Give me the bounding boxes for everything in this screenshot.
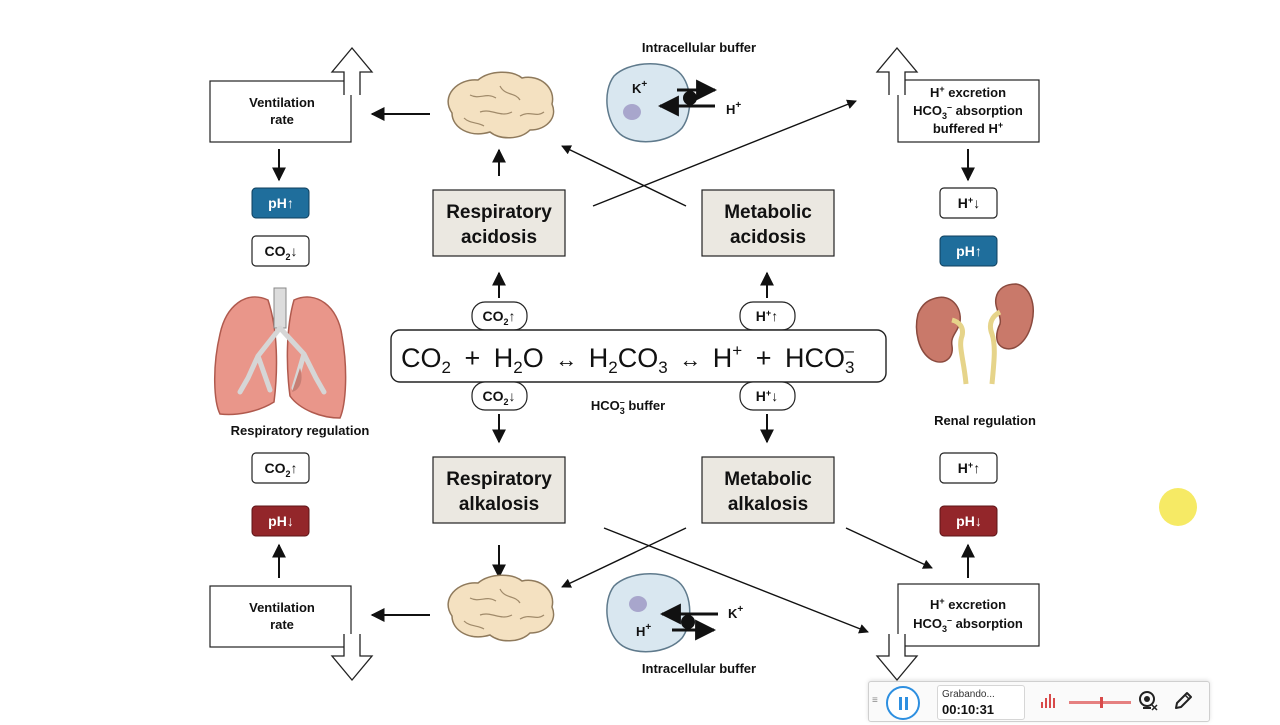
arrow-metabolic-alkalosis-to-brain xyxy=(561,527,687,588)
pen-icon[interactable] xyxy=(1172,690,1194,712)
ph-up-chip-right: pH↑ xyxy=(939,235,998,267)
svg-text:CO2 + H2O ↔: CO2 + H2O ↔ H2CO3 ↔ H+ + HCO3– xyxy=(401,332,854,379)
svg-text:buffered H+: buffered H+ xyxy=(933,120,1003,136)
h-down-chip-center: H+↓ xyxy=(739,381,796,411)
renal-excretion-box-bottom: H+ excretion HCO3– absorption xyxy=(897,583,1040,647)
ph-up-chip-left: pH↑ xyxy=(251,187,310,219)
svg-text:pH↓: pH↓ xyxy=(268,513,294,529)
arrow-metabolic-alkalosis-to-renal xyxy=(845,527,933,569)
ventilation-rate-box-bottom: Ventilation rate xyxy=(209,585,352,648)
svg-text:H+↓: H+↓ xyxy=(958,195,980,211)
brain-icon xyxy=(447,71,555,139)
svg-text:alkalosis: alkalosis xyxy=(728,494,808,515)
svg-text:H+ excretion: H+ excretion xyxy=(930,596,1006,612)
svg-text:CO2↓: CO2↓ xyxy=(264,243,297,262)
svg-text:Respiratory: Respiratory xyxy=(446,469,552,490)
screen-recorder-toolbar: ≡ Grabando... 00:10:31 xyxy=(868,681,1210,722)
svg-text:HCO3– absorption: HCO3– absorption xyxy=(913,102,1023,121)
recording-status-label: Grabando... xyxy=(942,689,995,700)
h-up-chip-center: H+↑ xyxy=(739,301,796,331)
arrow-metabolic-acidosis-to-brain xyxy=(561,145,687,207)
volume-slider[interactable] xyxy=(1069,697,1131,708)
webcam-icon[interactable] xyxy=(1137,690,1159,712)
svg-text:CO2↓: CO2↓ xyxy=(482,388,515,407)
exchange-arrows-top xyxy=(657,79,718,117)
respiratory-alkalosis-box: Respiratory alkalosis xyxy=(432,456,566,524)
svg-text:H+↑: H+↑ xyxy=(958,460,980,476)
svg-text:alkalosis: alkalosis xyxy=(459,494,539,515)
co2-down-chip-center: CO2↓ xyxy=(471,381,528,411)
kidneys-icon xyxy=(915,283,1034,385)
cursor-highlight xyxy=(1159,488,1197,526)
co2-up-chip-center: CO2↑ xyxy=(471,301,528,331)
svg-text:rate: rate xyxy=(270,617,294,632)
cell-icon-bottom xyxy=(606,573,691,653)
cell-icon-top xyxy=(606,63,691,143)
co2-up-chip-left: CO2↑ xyxy=(251,452,310,484)
respiratory-acidosis-box: Respiratory acidosis xyxy=(432,189,566,257)
svg-text:Metabolic: Metabolic xyxy=(724,469,812,490)
svg-text:acidosis: acidosis xyxy=(730,227,806,248)
ph-down-chip-left: pH↓ xyxy=(251,505,310,537)
recording-elapsed-time: 00:10:31 xyxy=(942,702,995,717)
arrow-resp-acidosis-to-renal xyxy=(592,99,857,207)
svg-text:pH↓: pH↓ xyxy=(956,513,982,529)
k-ion-label-top: K+ xyxy=(632,79,647,96)
co2-down-chip-left: CO2↓ xyxy=(251,235,310,267)
h-up-chip-right: H+↑ xyxy=(939,452,998,484)
h-down-chip-right: H+↓ xyxy=(939,187,998,219)
svg-text:Ventilation: Ventilation xyxy=(249,95,315,110)
lungs-icon xyxy=(214,287,347,419)
svg-text:Ventilation: Ventilation xyxy=(249,600,315,615)
ph-down-chip-right: pH↓ xyxy=(939,505,998,537)
svg-text:acidosis: acidosis xyxy=(461,227,537,248)
svg-text:Respiratory: Respiratory xyxy=(446,202,552,223)
intracellular-buffer-label-bottom: Intracellular buffer xyxy=(642,661,756,676)
intracellular-buffer-label-top: Intracellular buffer xyxy=(642,40,756,55)
svg-text:H+↑: H+↑ xyxy=(756,308,778,324)
svg-text:Metabolic: Metabolic xyxy=(724,202,812,223)
renal-regulation-label: Renal regulation xyxy=(934,413,1036,428)
audio-level-icon xyxy=(1041,694,1057,708)
svg-text:CO2↑: CO2↑ xyxy=(482,308,515,327)
metabolic-alkalosis-box: Metabolic alkalosis xyxy=(701,456,835,524)
respiratory-regulation-label: Respiratory regulation xyxy=(231,423,370,438)
ventilation-rate-box-top: Ventilation rate xyxy=(209,80,352,143)
svg-text:CO2↑: CO2↑ xyxy=(264,460,297,479)
k-ion-label-bottom: K+ xyxy=(728,604,743,621)
exchange-arrows-bottom xyxy=(659,603,718,641)
brain-icon xyxy=(447,574,555,642)
h-ion-label-top: H+ xyxy=(726,100,741,117)
arrow-resp-alkalosis-to-renal xyxy=(603,527,869,634)
svg-text:H+↓: H+↓ xyxy=(756,388,778,404)
grip-icon[interactable]: ≡ xyxy=(872,695,878,706)
increase-arrow-icon xyxy=(875,46,919,95)
decrease-arrow-icon xyxy=(875,634,919,682)
increase-arrow-icon xyxy=(330,46,374,95)
svg-text:H+ excretion: H+ excretion xyxy=(930,84,1006,100)
metabolic-acidosis-box: Metabolic acidosis xyxy=(701,189,835,257)
h-ion-label-bottom: H+ xyxy=(636,622,651,639)
decrease-arrow-icon xyxy=(330,634,374,682)
svg-text:HCO3– absorption: HCO3– absorption xyxy=(913,615,1023,634)
hco3-buffer-label: HCO3– buffer xyxy=(591,397,665,416)
recording-status: Grabando... 00:10:31 xyxy=(937,685,1025,720)
renal-excretion-box-top: H+ excretion HCO3– absorption buffered H… xyxy=(897,79,1040,143)
carbonic-acid-equation: CO2 + H2O ↔ H2CO3 ↔ H+ + HCO3– xyxy=(390,329,887,383)
svg-text:pH↑: pH↑ xyxy=(956,243,982,259)
svg-text:rate: rate xyxy=(270,112,294,127)
pause-button[interactable] xyxy=(886,686,920,720)
svg-text:pH↑: pH↑ xyxy=(268,195,294,211)
volume-slider-knob[interactable] xyxy=(1100,697,1103,708)
